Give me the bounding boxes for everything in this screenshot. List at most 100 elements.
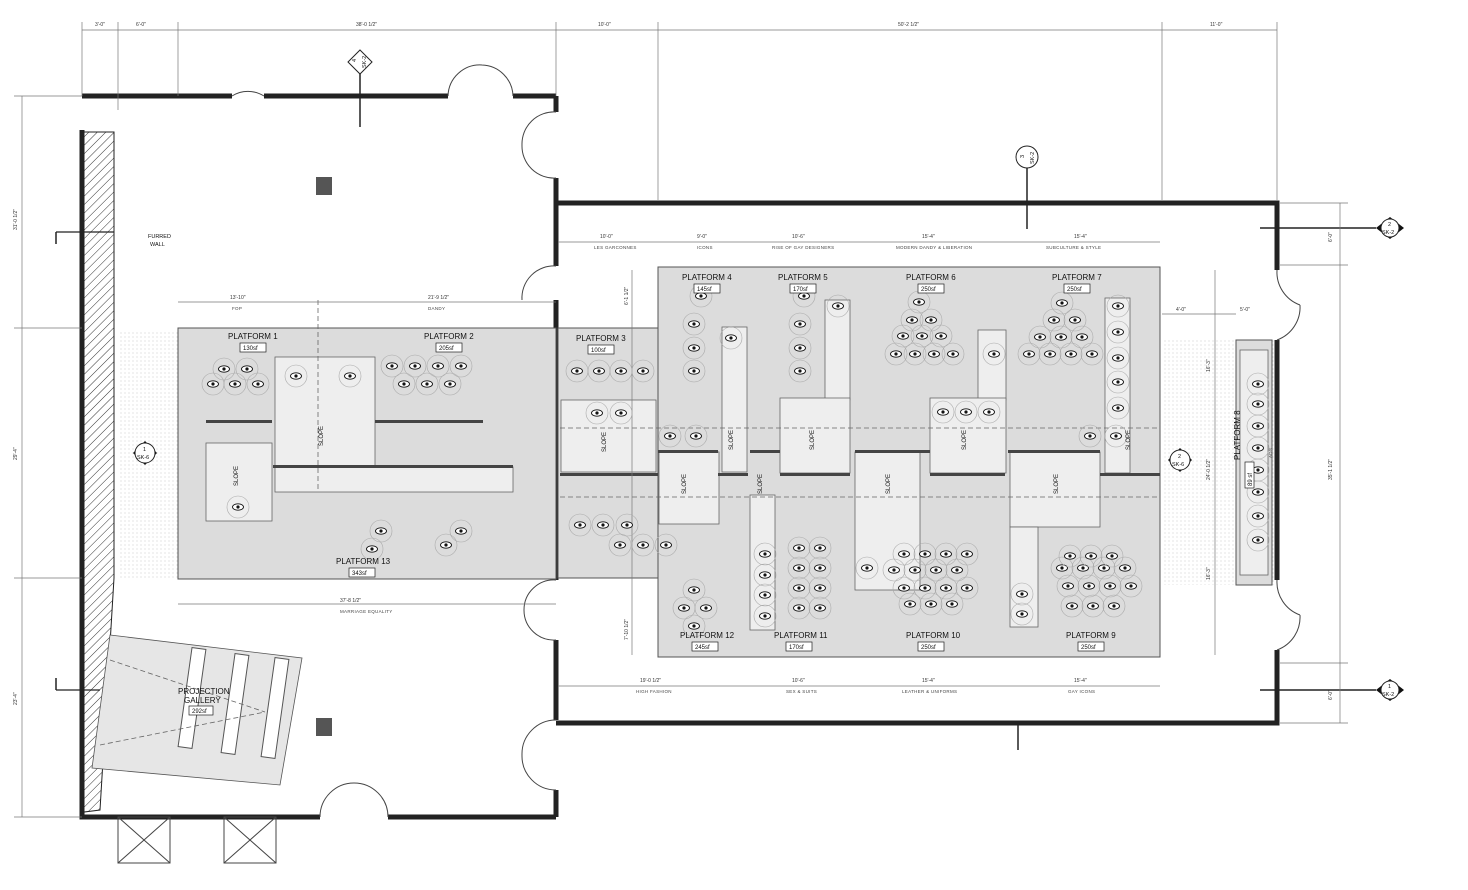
viewer-icon xyxy=(658,424,682,448)
dim-top-3: 38'-0 1/2" xyxy=(356,22,377,28)
platform-7-area: 250sf xyxy=(1067,287,1082,293)
viewer-icon xyxy=(891,324,915,348)
platform-10-area: 250sf xyxy=(921,645,936,651)
viewer-icon xyxy=(1071,556,1095,580)
viewer-icon xyxy=(808,556,832,580)
caption-icons: ICONS xyxy=(697,245,713,250)
viewer-icon xyxy=(201,372,225,396)
viewer-icon xyxy=(1077,574,1101,598)
viewer-icon xyxy=(1246,372,1270,396)
viewer-icon xyxy=(1058,544,1082,568)
viewer-icon xyxy=(672,596,696,620)
dim-top-4: 10'-0" xyxy=(598,22,611,28)
viewer-icon xyxy=(585,401,609,425)
dim-right-2: 35'-1 1/2" xyxy=(1328,459,1334,480)
viewer-icon xyxy=(919,308,943,332)
viewer-icon xyxy=(913,542,937,566)
platform-8-label: PLATFORM 8 xyxy=(1233,410,1242,460)
dim-inner-bottom-3: 15'-4" xyxy=(922,678,935,684)
slope-label: SLOPE xyxy=(886,474,892,494)
caption-marriage-equality: MARRIAGE EQUALITY xyxy=(340,609,393,614)
gallery-area: 292sf xyxy=(192,709,207,715)
gallery-label-line1: PROJECTION xyxy=(178,687,230,696)
viewer-icon xyxy=(931,400,955,424)
viewer-icon xyxy=(369,519,393,543)
dim-left-inner-2: 7'-10 1/2" xyxy=(624,619,630,640)
viewer-icon xyxy=(719,326,743,350)
viewer-icon xyxy=(1246,528,1270,552)
viewer-icon xyxy=(1246,392,1270,416)
platform-2-area: 205sf xyxy=(439,346,454,352)
dim-right-1: 6'-0" xyxy=(1328,232,1334,242)
viewer-icon xyxy=(1106,294,1130,318)
dim-top-1: 3'-0" xyxy=(95,22,105,28)
viewer-icon xyxy=(1010,602,1034,626)
viewer-icon xyxy=(654,533,678,557)
dim-top-6: 11'-0" xyxy=(1210,22,1223,28)
viewer-icon xyxy=(360,537,384,561)
viewer-icon xyxy=(1102,594,1126,618)
slope-label: SLOPE xyxy=(1054,474,1060,494)
viewer-icon xyxy=(787,596,811,620)
viewer-icon xyxy=(955,576,979,600)
slope-label: SLOPE xyxy=(1126,430,1132,450)
viewer-icon xyxy=(929,324,953,348)
viewer-icon xyxy=(1028,325,1052,349)
platform-8-area: 89 sf xyxy=(1248,473,1254,486)
viewer-icon xyxy=(615,513,639,537)
viewer-icon xyxy=(982,342,1006,366)
viewer-icon xyxy=(682,359,706,383)
dim-p8-width: 4'-0" xyxy=(1176,307,1186,313)
viewer-icon xyxy=(892,576,916,600)
slope-label: SLOPE xyxy=(602,432,608,452)
dim-p8-small: 5'-0" xyxy=(1240,307,1250,313)
caption-ads: ADS xyxy=(1268,448,1273,458)
dim-inner-bottom-4: 15'-4" xyxy=(1074,678,1087,684)
viewer-icon xyxy=(1017,342,1041,366)
viewer-icon xyxy=(1106,346,1130,370)
viewer-icon xyxy=(403,354,427,378)
caption-les-garconnes: LES GARCONNES xyxy=(594,245,637,250)
viewer-icon xyxy=(284,364,308,388)
platform-10-label: PLATFORM 10 xyxy=(906,631,961,640)
viewer-icon xyxy=(898,592,922,616)
viewer-icon xyxy=(1080,342,1104,366)
viewer-icon xyxy=(808,596,832,620)
viewer-icon xyxy=(753,604,777,628)
marker-sk6-2-sheet: SK-6 xyxy=(1172,462,1184,468)
viewer-icon xyxy=(892,542,916,566)
viewer-icon xyxy=(1113,556,1137,580)
platform-5-label: PLATFORM 5 xyxy=(778,273,828,282)
platform-2-label: PLATFORM 2 xyxy=(424,332,474,341)
slope-label: SLOPE xyxy=(729,430,735,450)
dim-inner-top-4: 15'-4" xyxy=(922,234,935,240)
dim-right-inner-2: 24'-0 1/2" xyxy=(1206,459,1212,480)
viewer-icon xyxy=(1079,544,1103,568)
viewer-icon xyxy=(689,284,713,308)
slope-label: SLOPE xyxy=(758,474,764,494)
dim-right-inner-1: 16'-3" xyxy=(1206,359,1212,372)
viewer-icon xyxy=(449,519,473,543)
viewer-icon xyxy=(788,336,812,360)
platform-1-label: PLATFORM 1 xyxy=(228,332,278,341)
viewer-icon xyxy=(900,308,924,332)
marker-sk6-2-num: 2 xyxy=(1178,454,1181,460)
viewer-icon xyxy=(591,513,615,537)
dim-marriage: 37'-8 1/2" xyxy=(340,598,361,604)
platform-4-label: PLATFORM 4 xyxy=(682,273,732,282)
viewer-icon xyxy=(1050,291,1074,315)
plan-labels: PLATFORM 1 PLATFORM 2 PLATFORM 3 PLATFOR… xyxy=(13,22,1394,716)
viewer-icon xyxy=(1070,325,1094,349)
viewer-icon xyxy=(1119,574,1143,598)
caption-sex-suits: SEX & SUITS xyxy=(786,689,817,694)
viewer-icon xyxy=(1050,556,1074,580)
marker-2-sheet: SK-2 xyxy=(1382,230,1394,236)
dim-inner-top-3: 10'-6" xyxy=(792,234,805,240)
viewer-icon xyxy=(608,533,632,557)
platform-9-label: PLATFORM 9 xyxy=(1066,631,1116,640)
dim-right-3: 6'-0" xyxy=(1328,690,1334,700)
viewer-icon xyxy=(682,578,706,602)
viewer-icon xyxy=(1246,414,1270,438)
viewer-icon xyxy=(940,592,964,616)
